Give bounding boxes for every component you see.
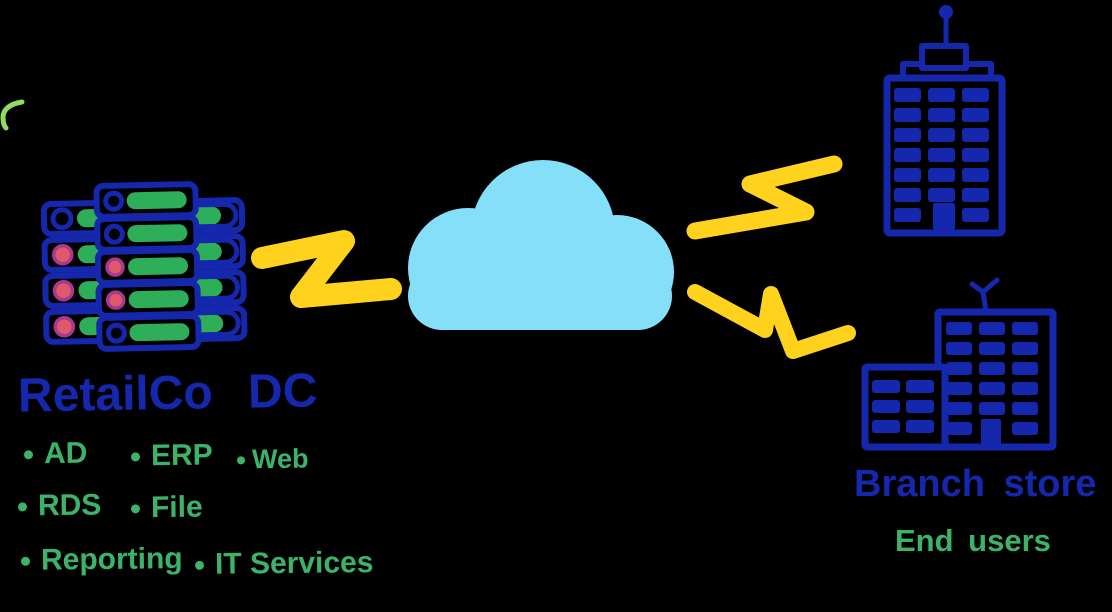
service-label: IT Services: [214, 546, 374, 581]
bullet-dot: [130, 451, 141, 461]
service-label: File: [150, 490, 203, 525]
roof-antenna: [969, 277, 1000, 314]
cloud-icon: [408, 160, 674, 330]
lightning-bolt-icon-upper-right: [686, 155, 843, 240]
branch-building-icon: [861, 277, 1057, 451]
service-label: RDS: [37, 488, 102, 523]
service-item-erp: ERP: [130, 438, 213, 474]
branch-store-title: Branch store: [854, 463, 1097, 505]
bullet-dot: [130, 503, 141, 513]
branch-door: [981, 419, 1001, 445]
bullet-dot: [17, 501, 28, 511]
bullet-dot: [20, 556, 31, 566]
stray-pen-mark: [0, 99, 25, 131]
server-rack-front: [93, 181, 202, 352]
service-label: ERP: [150, 438, 213, 473]
datacenter-title: RetailCo DC: [17, 364, 318, 423]
bullet-dot: [23, 449, 34, 459]
service-item-ad: AD: [23, 436, 88, 472]
bullet-dot: [236, 455, 246, 464]
service-item-it-services: IT Services: [194, 546, 374, 582]
service-item-web: Web: [236, 443, 309, 476]
lightning-bolt-icon-left: [251, 230, 402, 308]
service-item-file: File: [130, 490, 203, 526]
server-rack-icon: [40, 181, 248, 352]
service-label: Reporting: [40, 542, 183, 577]
service-item-rds: RDS: [17, 488, 102, 524]
service-item-reporting: Reporting: [20, 542, 183, 578]
service-label: Web: [251, 443, 309, 475]
tower-door: [933, 203, 955, 231]
end-users-label: End users: [895, 523, 1051, 558]
office-tower-icon: [883, 5, 1006, 237]
service-label: AD: [43, 436, 88, 471]
bullet-dot: [194, 560, 205, 570]
lightning-bolt-icon-lower-right: [687, 284, 856, 359]
